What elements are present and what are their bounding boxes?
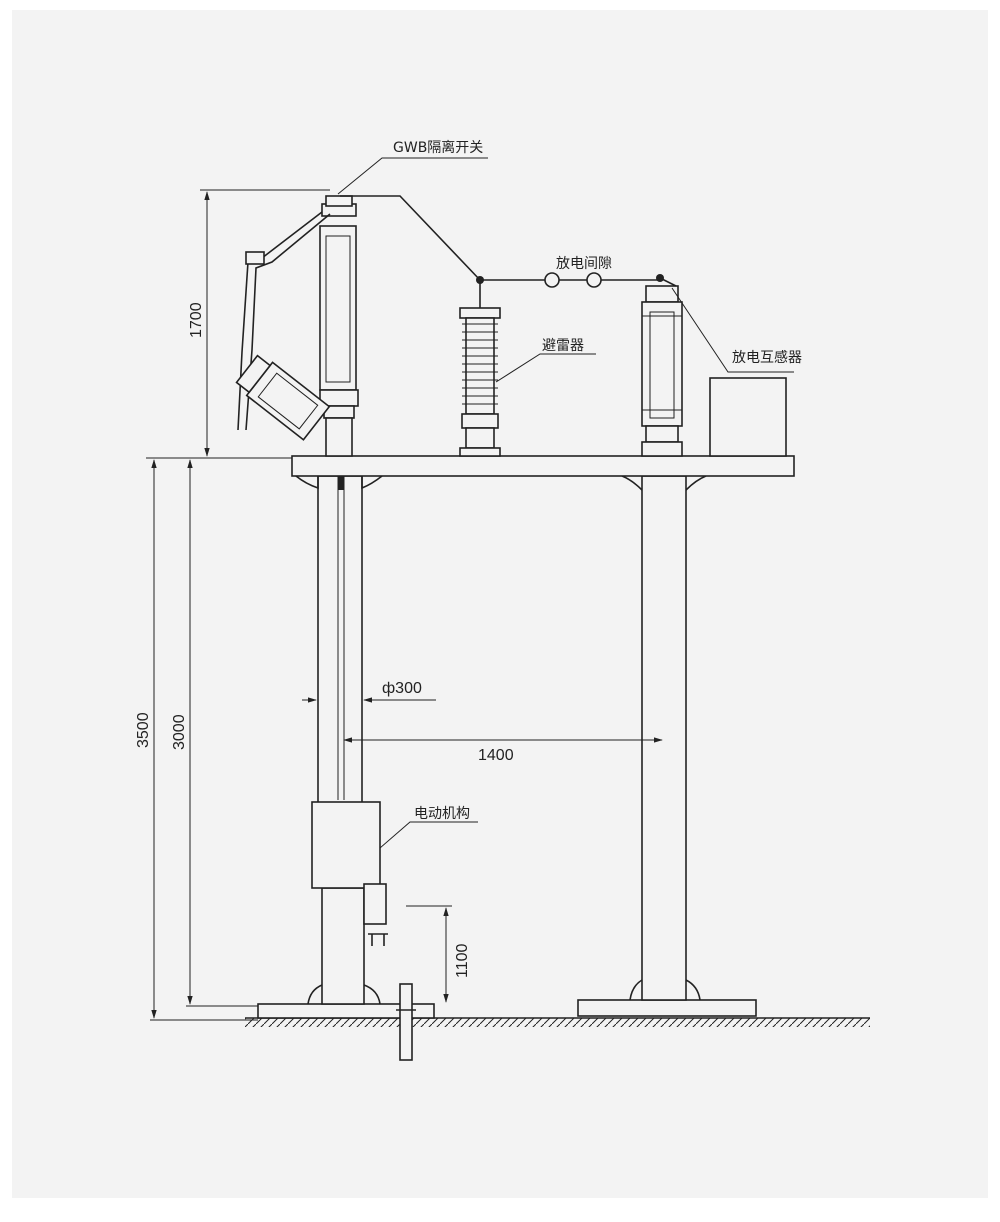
label-discharge-transformer: 放电互感器 (732, 349, 802, 366)
dim-pole-height (186, 459, 258, 1007)
lightning-arrester (459, 282, 501, 457)
leaders (337, 157, 794, 849)
dim-pole-height-value: 3000 (171, 714, 188, 750)
drawing-sheet (12, 10, 988, 1198)
dim-total-height (146, 457, 292, 1021)
right-base-plate (577, 999, 757, 1017)
dim-pole-diameter-value: ф300 (382, 680, 422, 697)
dim-mechanism-height (406, 905, 452, 1003)
dim-pole-spacing-value: 1400 (478, 747, 514, 764)
label-discharge-gap: 放电间隙 (556, 256, 612, 272)
gwb-switch (235, 195, 359, 457)
gap-electrode-left (544, 272, 560, 288)
dim-mechanism-height-value: 1100 (454, 943, 471, 978)
ground-rod (396, 983, 416, 1061)
motor-mechanism (311, 801, 388, 946)
label-arrester: 避雷器 (542, 338, 584, 354)
wiring (340, 195, 677, 288)
dim-top-height-value: 1700 (188, 302, 205, 338)
gap-electrode-right (586, 272, 602, 288)
label-motor-mechanism: 电动机构 (414, 806, 470, 822)
dim-total-height-value: 3500 (135, 712, 152, 748)
label-gwb-switch: GWB隔离开关 (393, 139, 483, 156)
crossbeam (291, 455, 795, 490)
right-pole (621, 475, 707, 1001)
ground (245, 1017, 870, 1027)
discharge-transformer-box (709, 377, 787, 457)
discharge-insulator (641, 285, 683, 457)
